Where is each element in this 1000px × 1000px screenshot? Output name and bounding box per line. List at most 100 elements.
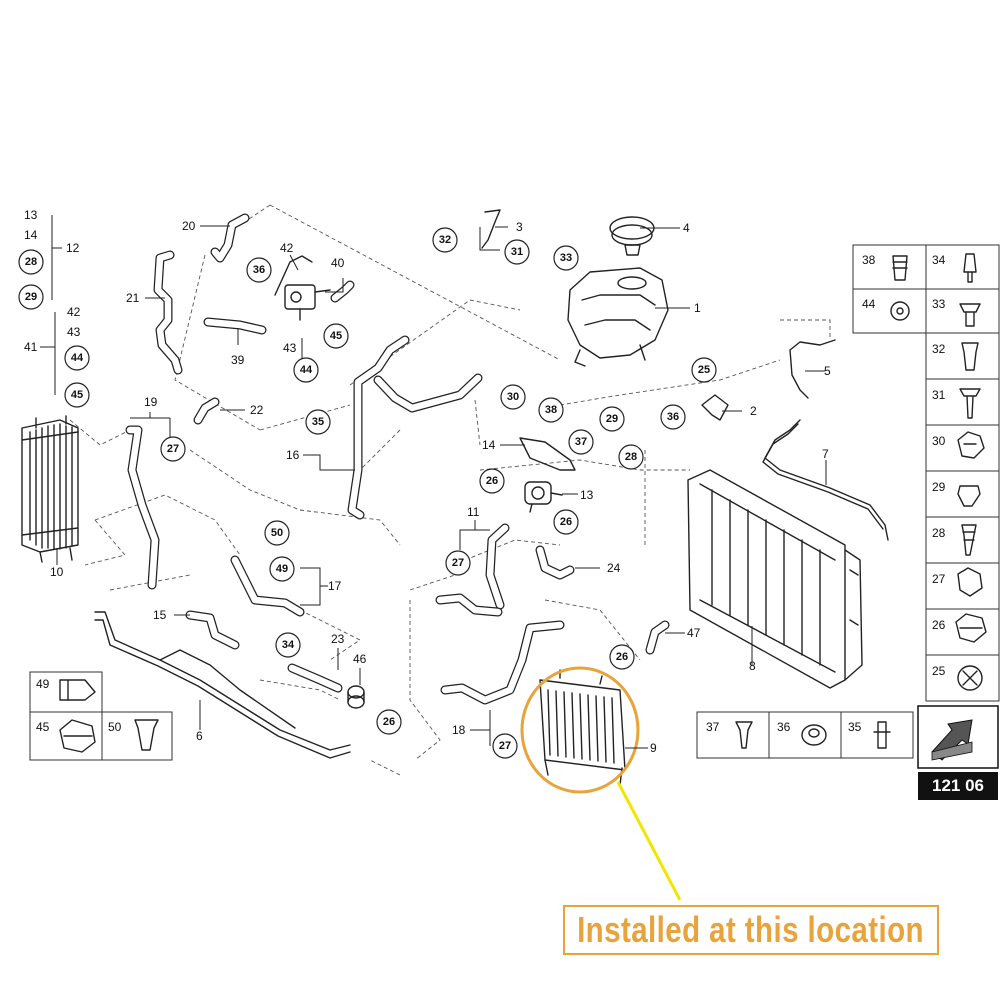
circle-label-44: 44 [293,357,319,383]
leader-lines [40,215,827,749]
plain-labels: 13 14 12 42 43 41 20 21 42 40 39 43 3 4 … [24,208,831,755]
label-21: 21 [126,291,140,305]
label-24: 24 [607,561,621,575]
pump-part-13 [524,481,563,513]
legend-34: 34 [932,253,946,267]
hose-part-21 [153,250,183,375]
label-8: 8 [749,659,756,673]
legend-35: 35 [848,720,862,734]
circle-label-36: 36 [246,257,272,283]
label-11: 11 [467,505,480,519]
circle-label-50: 50 [264,520,290,546]
svg-text:27: 27 [452,557,464,569]
label-18: 18 [452,723,466,737]
label-43: 43 [67,325,81,339]
legend-38: 38 [862,253,876,267]
label-6: 6 [196,729,203,743]
svg-text:44: 44 [300,364,313,376]
pipe-part-6 [94,611,351,759]
legend-right-grid: 38 34 44 33 32 31 30 29 28 27 26 25 [852,244,1000,702]
label-23: 23 [331,632,345,646]
label-9: 9 [650,741,657,755]
page-reference-text: 121 06 [932,776,984,795]
label-15: 15 [153,608,167,622]
svg-text:38: 38 [545,404,557,416]
label-41: 41 [24,340,38,354]
svg-text:31: 31 [511,246,523,258]
legend-part-sketches [890,253,987,691]
legend-49: 49 [36,677,50,691]
label-42: 42 [67,305,81,319]
legend-28: 28 [932,526,946,540]
wire-part-5 [789,339,836,399]
legend-33: 33 [932,297,946,311]
circle-label-27: 27 [492,733,518,759]
svg-text:32: 32 [439,234,451,246]
svg-text:34: 34 [282,639,295,651]
circle-label-45: 45 [64,382,90,408]
main-radiator-part-8 [687,469,863,689]
label-17: 17 [328,579,342,593]
svg-text:44: 44 [71,352,84,364]
legend-bottom-right: 37 36 35 [696,711,914,759]
circle-label-45: 45 [323,323,349,349]
legend-26: 26 [932,618,946,632]
circle-label-30: 30 [500,384,526,410]
label-5: 5 [824,364,831,378]
label-13: 13 [580,488,594,502]
circle-label-38: 38 [538,397,564,423]
label-14: 14 [482,438,496,452]
svg-text:33: 33 [560,252,572,264]
hose-part-23 [287,663,343,693]
label-2: 2 [750,404,757,418]
svg-text:28: 28 [25,256,37,268]
auxiliary-radiator-part-9 [539,669,626,786]
svg-text:36: 36 [667,411,679,423]
hose-part-18 [440,620,565,705]
highlight-ring [520,666,640,794]
circle-label-26: 26 [553,509,579,535]
label-19: 19 [144,395,158,409]
legend-30: 30 [932,434,946,448]
svg-text:26: 26 [616,651,628,663]
svg-text:27: 27 [167,443,179,455]
bracket-part-14 [519,437,576,471]
svg-text:35: 35 [312,416,324,428]
label-39: 39 [231,353,245,367]
hose-part-20 [210,213,250,263]
legend-bottom-left: 49 45 50 [29,671,173,761]
circle-label-26: 26 [376,709,402,735]
hose-part-22 [193,397,220,425]
circle-label-29: 29 [599,406,625,432]
circle-label-34: 34 [275,632,301,658]
svg-text:49: 49 [276,563,288,575]
label-42: 42 [280,241,294,255]
label-7: 7 [822,447,829,461]
legend-32: 32 [932,342,946,356]
legend-50: 50 [108,720,122,734]
sensor-part-2 [701,394,729,421]
svg-text:29: 29 [25,291,37,303]
circle-label-25: 25 [691,357,717,383]
hose-part-16 [347,335,483,520]
legend-31: 31 [932,388,946,402]
circle-label-28: 28 [18,249,44,275]
legend-29: 29 [932,480,946,494]
hose-part-47 [645,620,670,655]
fitting-part-46 [347,685,365,709]
label-46: 46 [353,652,367,666]
svg-text:26: 26 [560,516,572,528]
wire-part-7 [762,419,889,541]
callout-arrow [616,781,682,901]
label-43: 43 [283,341,297,355]
legend-37: 37 [706,720,720,734]
label-13: 13 [24,208,38,222]
circle-label-27: 27 [160,436,186,462]
valve-part-43 [274,255,331,321]
svg-text:29: 29 [606,413,618,425]
circle-label-28: 28 [618,444,644,470]
hose-part-17 [230,555,305,617]
circle-label-26: 26 [479,468,505,494]
label-20: 20 [182,219,196,233]
